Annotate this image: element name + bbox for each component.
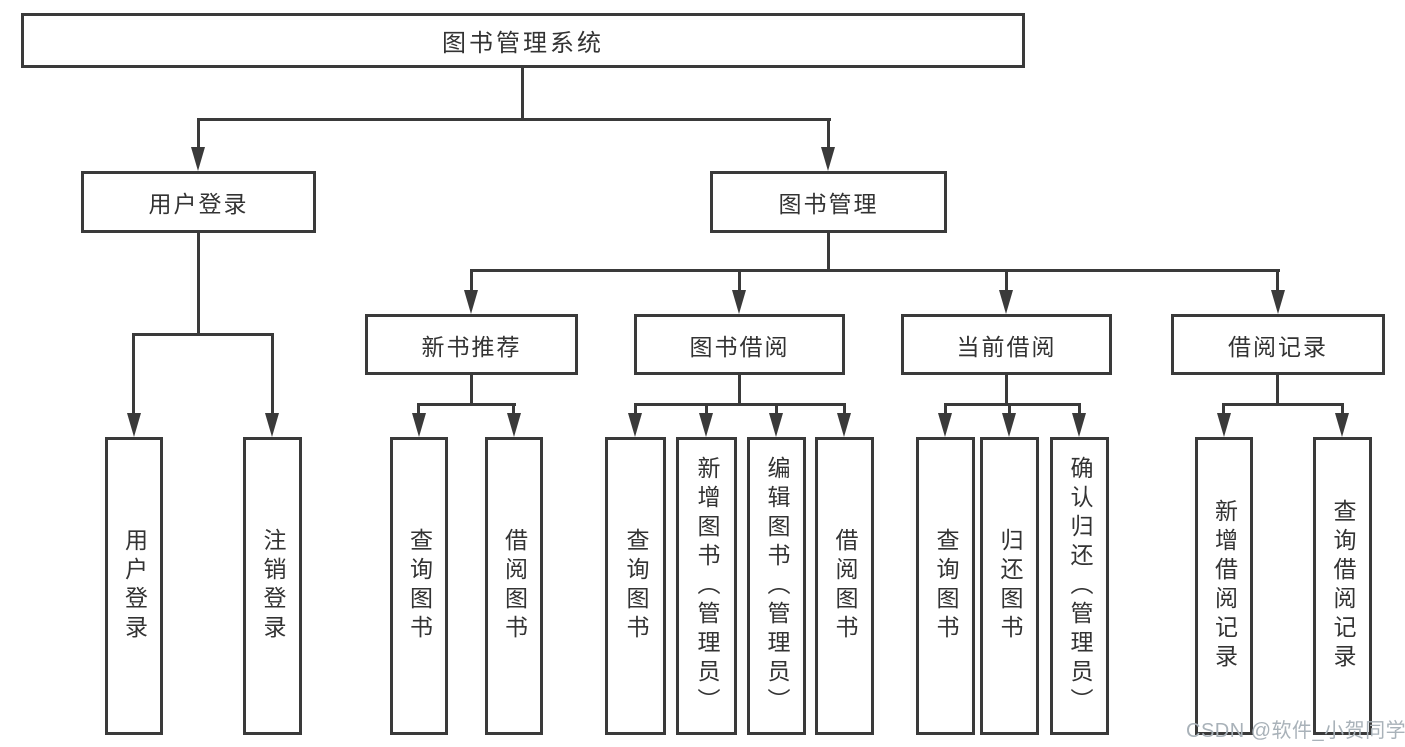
edge-root-bar	[197, 118, 831, 121]
arrowhead-down-icon	[1335, 413, 1349, 437]
edge-drop-current-borrow	[1005, 269, 1008, 294]
edge-book-management-bar	[470, 269, 1280, 272]
node-root: 图书管理系统	[21, 13, 1025, 68]
node-root-label: 图书管理系统	[442, 30, 604, 57]
leaf-query-borrow-record-label: 查询借阅记录	[1330, 499, 1356, 673]
node-borrow-records-label: 借阅记录	[1228, 333, 1328, 360]
arrowhead-down-icon	[732, 290, 746, 314]
node-user-login-label: 用户登录	[148, 191, 249, 217]
edge-drop-book-management	[827, 118, 830, 150]
node-user-login: 用户登录	[81, 171, 316, 233]
edge-current-borrow-bar	[944, 403, 1081, 406]
arrowhead-down-icon	[699, 413, 713, 437]
edge-borrow-records-stem	[1276, 375, 1279, 406]
leaf-borrow-books-recommend: 借阅图书	[485, 437, 543, 735]
leaf-logout: 注销登录	[243, 437, 302, 735]
arrowhead-down-icon	[1217, 413, 1231, 437]
edge-drop-leaf	[634, 403, 637, 417]
node-book-management-label: 图书管理	[778, 191, 879, 217]
leaf-borrow-books-recommend-label: 借阅图书	[501, 528, 528, 644]
edge-book-borrow-stem	[738, 375, 741, 406]
edge-drop-book-borrow	[738, 269, 741, 294]
edge-current-borrow-stem	[1005, 375, 1008, 406]
leaf-return-book: 归还图书	[980, 437, 1039, 735]
arrowhead-down-icon	[507, 413, 521, 437]
arrowhead-down-icon	[412, 413, 426, 437]
leaf-query-books-borrow: 查询图书	[605, 437, 666, 735]
node-book-management: 图书管理	[710, 171, 947, 233]
edge-drop-user-login	[197, 118, 200, 150]
edge-drop-leaf-logout	[271, 333, 274, 417]
arrowhead-down-icon	[127, 413, 141, 437]
node-borrow-records: 借阅记录	[1171, 314, 1385, 375]
arrowhead-down-icon	[837, 413, 851, 437]
node-new-book-recommend: 新书推荐	[365, 314, 578, 375]
leaf-add-book-admin: 新增图书（管理员）	[676, 437, 737, 735]
leaf-query-books-recommend-label: 查询图书	[406, 528, 433, 644]
watermark: CSDN @软件_小贺同学	[1186, 720, 1405, 742]
edge-drop-borrow-records	[1276, 269, 1279, 294]
leaf-user-login-label: 用户登录	[121, 528, 148, 644]
edge-drop-new-book-recommend	[470, 269, 473, 294]
leaf-query-books-recommend: 查询图书	[390, 437, 448, 735]
leaf-add-borrow-record: 新增借阅记录	[1195, 437, 1253, 735]
edge-drop-leaf	[705, 403, 708, 417]
leaf-return-book-label: 归还图书	[997, 528, 1023, 644]
leaf-query-books-borrow-label: 查询图书	[623, 528, 649, 644]
leaf-query-books-current-label: 查询图书	[933, 528, 959, 644]
edge-drop-leaf	[512, 403, 515, 417]
leaf-confirm-return-admin-label: 确认归还（管理员）	[1067, 455, 1093, 717]
arrowhead-down-icon	[265, 413, 279, 437]
edge-root-stem	[521, 68, 524, 120]
leaf-add-borrow-record-label: 新增借阅记录	[1211, 499, 1238, 673]
leaf-logout-label: 注销登录	[260, 528, 286, 644]
edge-drop-leaf-user-login	[132, 333, 135, 417]
leaf-edit-book-admin-label: 编辑图书（管理员）	[764, 455, 790, 717]
node-current-borrow-label: 当前借阅	[956, 333, 1057, 360]
edge-drop-leaf	[1078, 403, 1081, 417]
leaf-add-book-admin-label: 新增图书（管理员）	[694, 455, 720, 717]
leaf-user-login: 用户登录	[105, 437, 163, 735]
leaf-borrow-books-label: 借阅图书	[832, 528, 858, 644]
leaf-query-books-current: 查询图书	[916, 437, 975, 735]
node-book-borrow: 图书借阅	[634, 314, 845, 375]
edge-drop-leaf	[417, 403, 420, 417]
edge-borrow-records-bar	[1222, 403, 1344, 406]
edge-user-login-stem	[197, 233, 200, 336]
edge-drop-leaf	[1008, 403, 1011, 417]
edge-drop-leaf	[775, 403, 778, 417]
leaf-borrow-books: 借阅图书	[815, 437, 874, 735]
arrowhead-down-icon	[769, 413, 783, 437]
arrowhead-down-icon	[628, 413, 642, 437]
node-current-borrow: 当前借阅	[901, 314, 1112, 375]
arrowhead-down-icon	[1271, 290, 1285, 314]
leaf-edit-book-admin: 编辑图书（管理员）	[747, 437, 806, 735]
node-new-book-recommend-label: 新书推荐	[421, 333, 522, 360]
arrowhead-down-icon	[938, 413, 952, 437]
arrowhead-down-icon	[191, 147, 205, 171]
arrowhead-down-icon	[1002, 413, 1016, 437]
arrowhead-down-icon	[464, 290, 478, 314]
edge-new-book-recommend-stem	[470, 375, 473, 406]
edge-book-borrow-bar	[634, 403, 846, 406]
edge-book-management-stem	[827, 233, 830, 272]
node-book-borrow-label: 图书借阅	[689, 333, 790, 360]
edge-drop-leaf	[1341, 403, 1344, 417]
edge-drop-leaf	[944, 403, 947, 417]
edge-new-book-recommend-bar	[417, 403, 516, 406]
arrowhead-down-icon	[821, 147, 835, 171]
leaf-confirm-return-admin: 确认归还（管理员）	[1050, 437, 1109, 735]
edge-drop-leaf	[1222, 403, 1225, 417]
arrowhead-down-icon	[1072, 413, 1086, 437]
edge-user-login-bar	[132, 333, 274, 336]
leaf-query-borrow-record: 查询借阅记录	[1313, 437, 1372, 735]
edge-drop-leaf	[843, 403, 846, 417]
arrowhead-down-icon	[999, 290, 1013, 314]
